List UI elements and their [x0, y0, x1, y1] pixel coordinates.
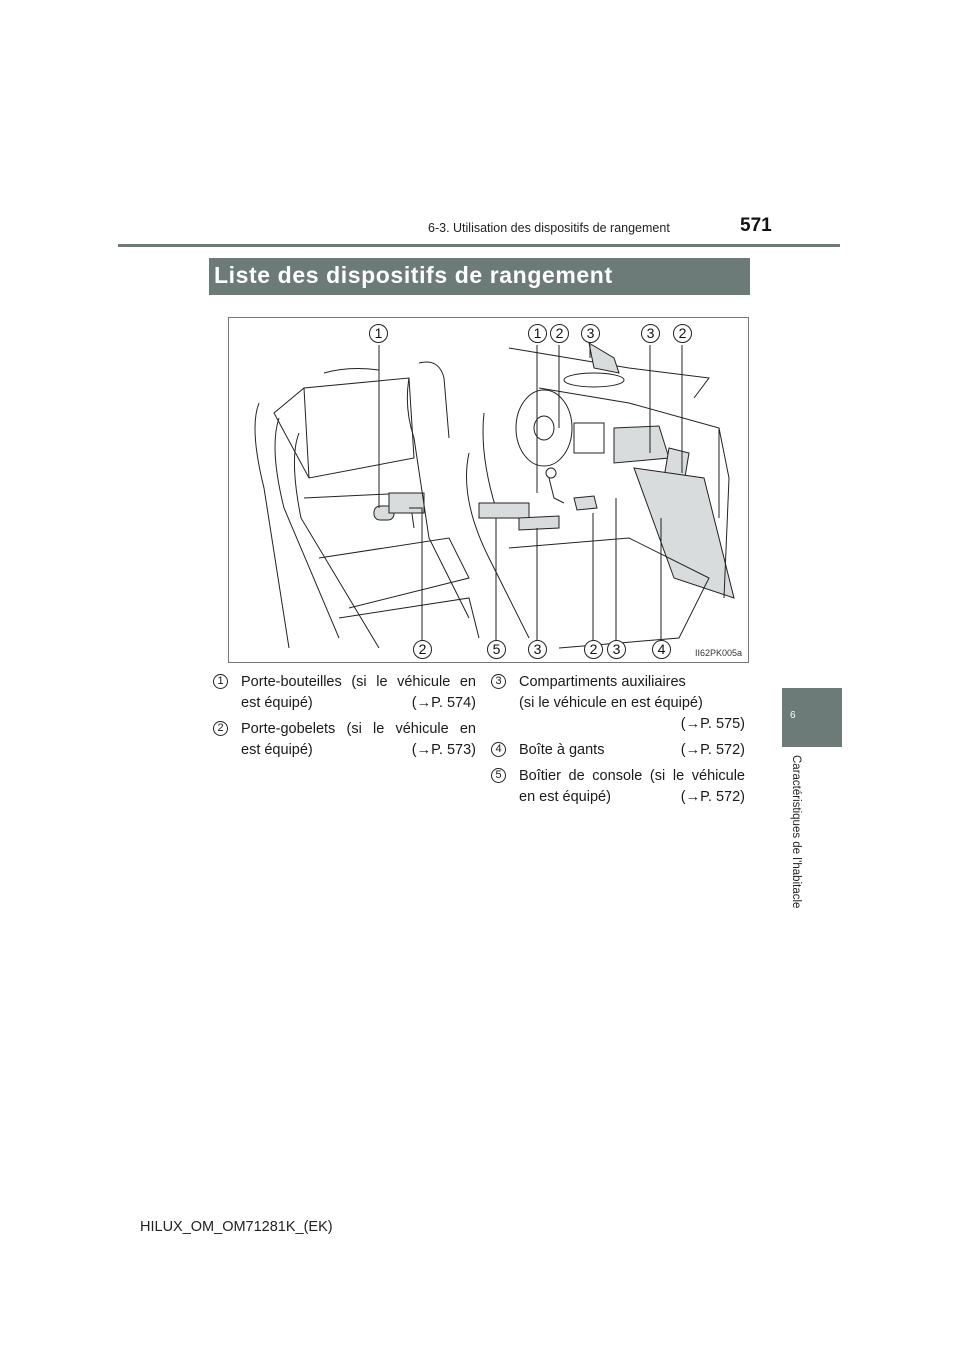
item-description-cont: en est équipé) [519, 789, 611, 805]
callout-2-cup-holder-driver: 2 [550, 324, 569, 343]
header-divider [118, 244, 840, 247]
item-number-badge: 4 [491, 742, 506, 757]
item-description-cont: est équipé) [241, 695, 313, 711]
item-description-cont: (si le véhicule en est équipé) [519, 695, 703, 711]
callout-2-cup-holder-front: 2 [584, 640, 603, 659]
page-number: 571 [740, 215, 772, 236]
callout-3-aux-compartment-dash: 3 [641, 324, 660, 343]
item-description: Boîte à gants [519, 742, 605, 758]
legend-item-cup-holders: 2 Porte-gobelets (si le véhicule en est … [213, 719, 476, 761]
item-number-badge: 3 [491, 674, 506, 689]
item-number-badge: 2 [213, 721, 228, 736]
item-description: Boîtier de console (si le véhicule [519, 768, 745, 784]
item-description: Porte-bouteilles (si le véhicule en [241, 674, 476, 690]
callout-1-bottle-holder-front: 1 [528, 324, 547, 343]
callout-1-bottle-holder-rear: 1 [369, 324, 388, 343]
legend-item-console-box: 5 Boîtier de console (si le véhicule en … [491, 766, 745, 808]
chapter-number: 6 [790, 710, 796, 721]
item-description: Porte-gobelets (si le véhicule en [241, 721, 476, 737]
item-number-badge: 1 [213, 674, 228, 689]
running-header-section: 6-3. Utilisation des dispositifs de rang… [428, 221, 670, 235]
legend-item-auxiliary-compartments: 3 Compartiments auxiliaires (si le véhic… [491, 672, 745, 735]
document-id-footer: HILUX_OM_OM71281K_(EK) [140, 1219, 333, 1235]
callout-3-aux-compartment-center: 3 [607, 640, 626, 659]
page-reference-link[interactable]: (→P. 572) [680, 742, 745, 758]
chapter-label: Caractéristiques de l’habitacle [790, 755, 802, 909]
callout-2-cup-holder-passenger: 2 [673, 324, 692, 343]
callout-2-cup-holder-rear: 2 [413, 640, 432, 659]
callout-4-glove-box: 4 [652, 640, 671, 659]
figure-code: II62PK005a [694, 648, 742, 658]
interior-storage-illustration: 1 1 2 3 3 2 2 5 3 2 3 4 II62PK005a [228, 317, 749, 663]
section-title: Liste des dispositifs de rangement [214, 262, 613, 288]
legend-item-glove-box: 4 Boîte à gants (→P. 572) [491, 740, 745, 761]
callout-3-aux-compartment-visor: 3 [581, 324, 600, 343]
item-description: Compartiments auxiliaires [519, 674, 686, 690]
legend-list-left: 1 Porte-bouteilles (si le véhicule en es… [213, 672, 476, 766]
page-reference-link[interactable]: (→P. 574) [411, 695, 476, 711]
page-reference-link[interactable]: (→P. 573) [411, 742, 476, 758]
item-description-cont: est équipé) [241, 742, 313, 758]
chapter-tab[interactable]: 6 [782, 688, 842, 747]
item-number-badge: 5 [491, 768, 506, 783]
callout-5-console-box: 5 [487, 640, 506, 659]
legend-item-bottle-holders: 1 Porte-bouteilles (si le véhicule en es… [213, 672, 476, 714]
page-reference-link[interactable]: (→P. 572) [680, 789, 745, 805]
page-reference-link[interactable]: (→P. 575) [680, 716, 745, 732]
legend-list-right: 3 Compartiments auxiliaires (si le véhic… [491, 672, 745, 813]
callout-3-aux-compartment-console: 3 [528, 640, 547, 659]
car-interior-line-drawing [254, 341, 735, 649]
section-title-banner: Liste des dispositifs de rangement [209, 258, 750, 295]
